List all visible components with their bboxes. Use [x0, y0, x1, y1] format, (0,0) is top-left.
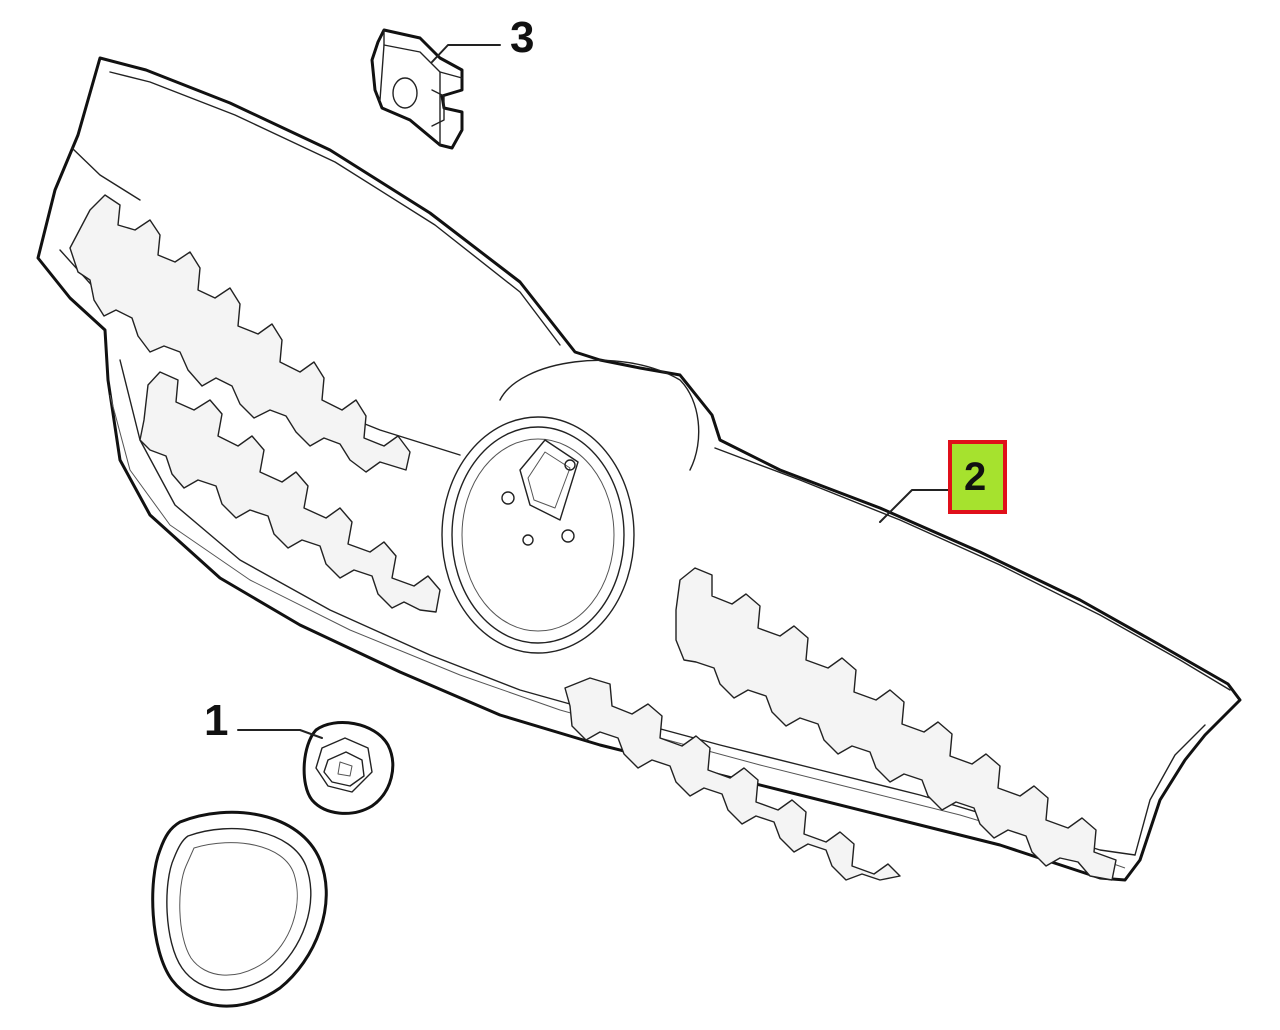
emblem-ring[interactable] — [151, 810, 328, 1008]
callout-highlight-2[interactable]: 2 — [948, 440, 1007, 514]
grille-slots-lower-left — [139, 371, 441, 613]
grille-slots-lower-right — [564, 677, 901, 881]
grille-emblem-mount — [441, 359, 700, 654]
callout-leader-3 — [431, 44, 501, 63]
callout-leader-2 — [879, 489, 949, 523]
callout-highlight-box — [948, 440, 1007, 514]
flange-nut[interactable] — [302, 721, 395, 815]
callout-leader-1 — [237, 729, 323, 739]
grille-slots-upper-left — [69, 194, 411, 473]
front-grille[interactable] — [36, 56, 1242, 882]
callout-label-2: 2 — [964, 455, 986, 499]
grille-slots-upper-right — [675, 567, 1117, 881]
retaining-clip[interactable] — [370, 28, 464, 150]
callout-label-3: 3 — [510, 13, 534, 62]
callout-label-1: 1 — [204, 696, 228, 745]
